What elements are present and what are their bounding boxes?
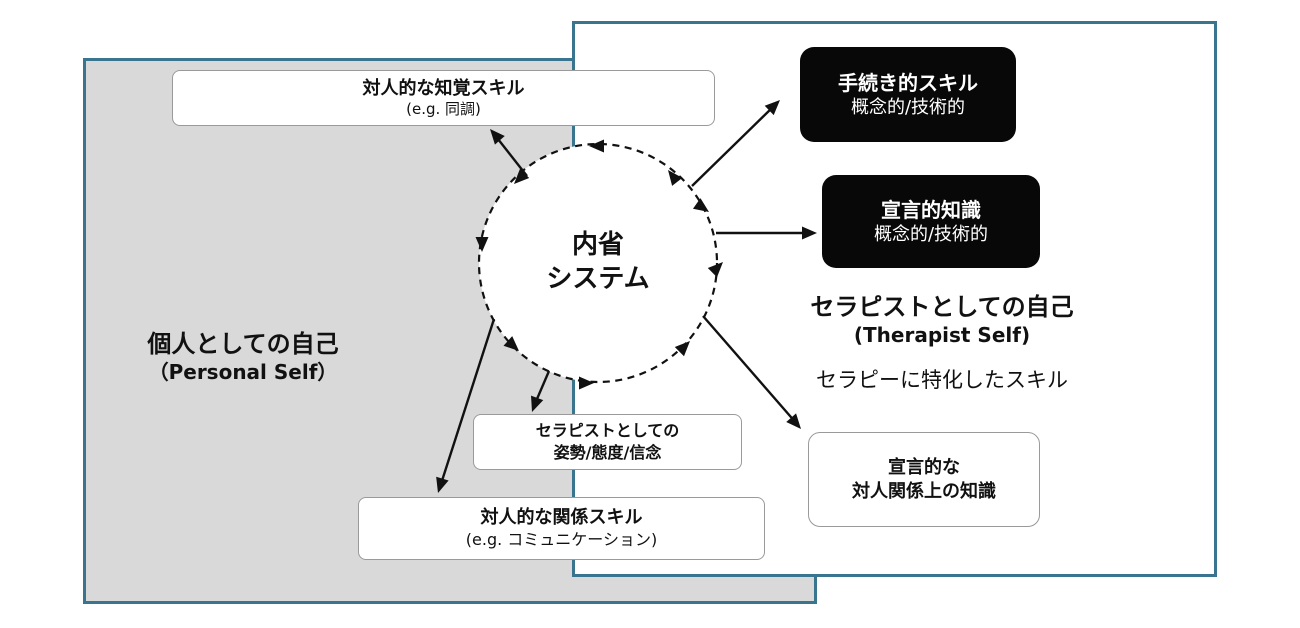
relational-skills-subtitle: (e.g. コミュニケーション) [465, 529, 658, 549]
stance-box: セラピストとしての 姿勢/態度/信念 [473, 414, 742, 470]
personal-self-label: 個人としての自己 （Personal Self） [112, 330, 374, 385]
therapist-self-title: セラピストとしての自己 [810, 293, 1074, 321]
reflection-system-line1: 内省 [571, 230, 624, 260]
declarative-knowledge-title: 宣言的知識 [881, 197, 981, 222]
procedural-skills-subtitle: 概念的/技術的 [850, 96, 966, 118]
personal-self-title: 個人としての自己 [147, 330, 339, 358]
relational-skills-title: 対人的な関係スキル [480, 507, 643, 529]
stance-line1: セラピストとしての [535, 420, 680, 440]
procedural-skills-box: 手続き的スキル 概念的/技術的 [800, 47, 1016, 142]
perceptual-skills-subtitle: (e.g. 同調) [406, 99, 481, 118]
reflection-system-label: 内省 システム [518, 229, 678, 297]
therapist-self-subtitle: (Therapist Self) [853, 322, 1031, 347]
relational-skills-box: 対人的な関係スキル (e.g. コミュニケーション) [358, 497, 765, 560]
perceptual-skills-box: 対人的な知覚スキル (e.g. 同調) [172, 70, 715, 126]
personal-self-subtitle: （Personal Self） [148, 359, 338, 384]
perceptual-skills-title: 対人的な知覚スキル [362, 77, 525, 99]
declarative-interpersonal-line1: 宣言的な [888, 457, 960, 479]
stance-line2: 姿勢/態度/信念 [553, 443, 662, 462]
declarative-interpersonal-box: 宣言的な 対人関係上の知識 [808, 432, 1040, 527]
declarative-knowledge-box: 宣言的知識 概念的/技術的 [822, 175, 1040, 268]
therapist-self-note: セラピーに特化したスキル [816, 367, 1068, 392]
declarative-knowledge-subtitle: 概念的/技術的 [873, 223, 989, 245]
reflection-system-line2: システム [546, 263, 650, 294]
therapist-self-label: セラピストとしての自己 (Therapist Self) セラピーに特化したスキ… [782, 293, 1102, 394]
procedural-skills-title: 手続き的スキル [838, 70, 978, 95]
declarative-interpersonal-line2: 対人関係上の知識 [852, 480, 996, 502]
